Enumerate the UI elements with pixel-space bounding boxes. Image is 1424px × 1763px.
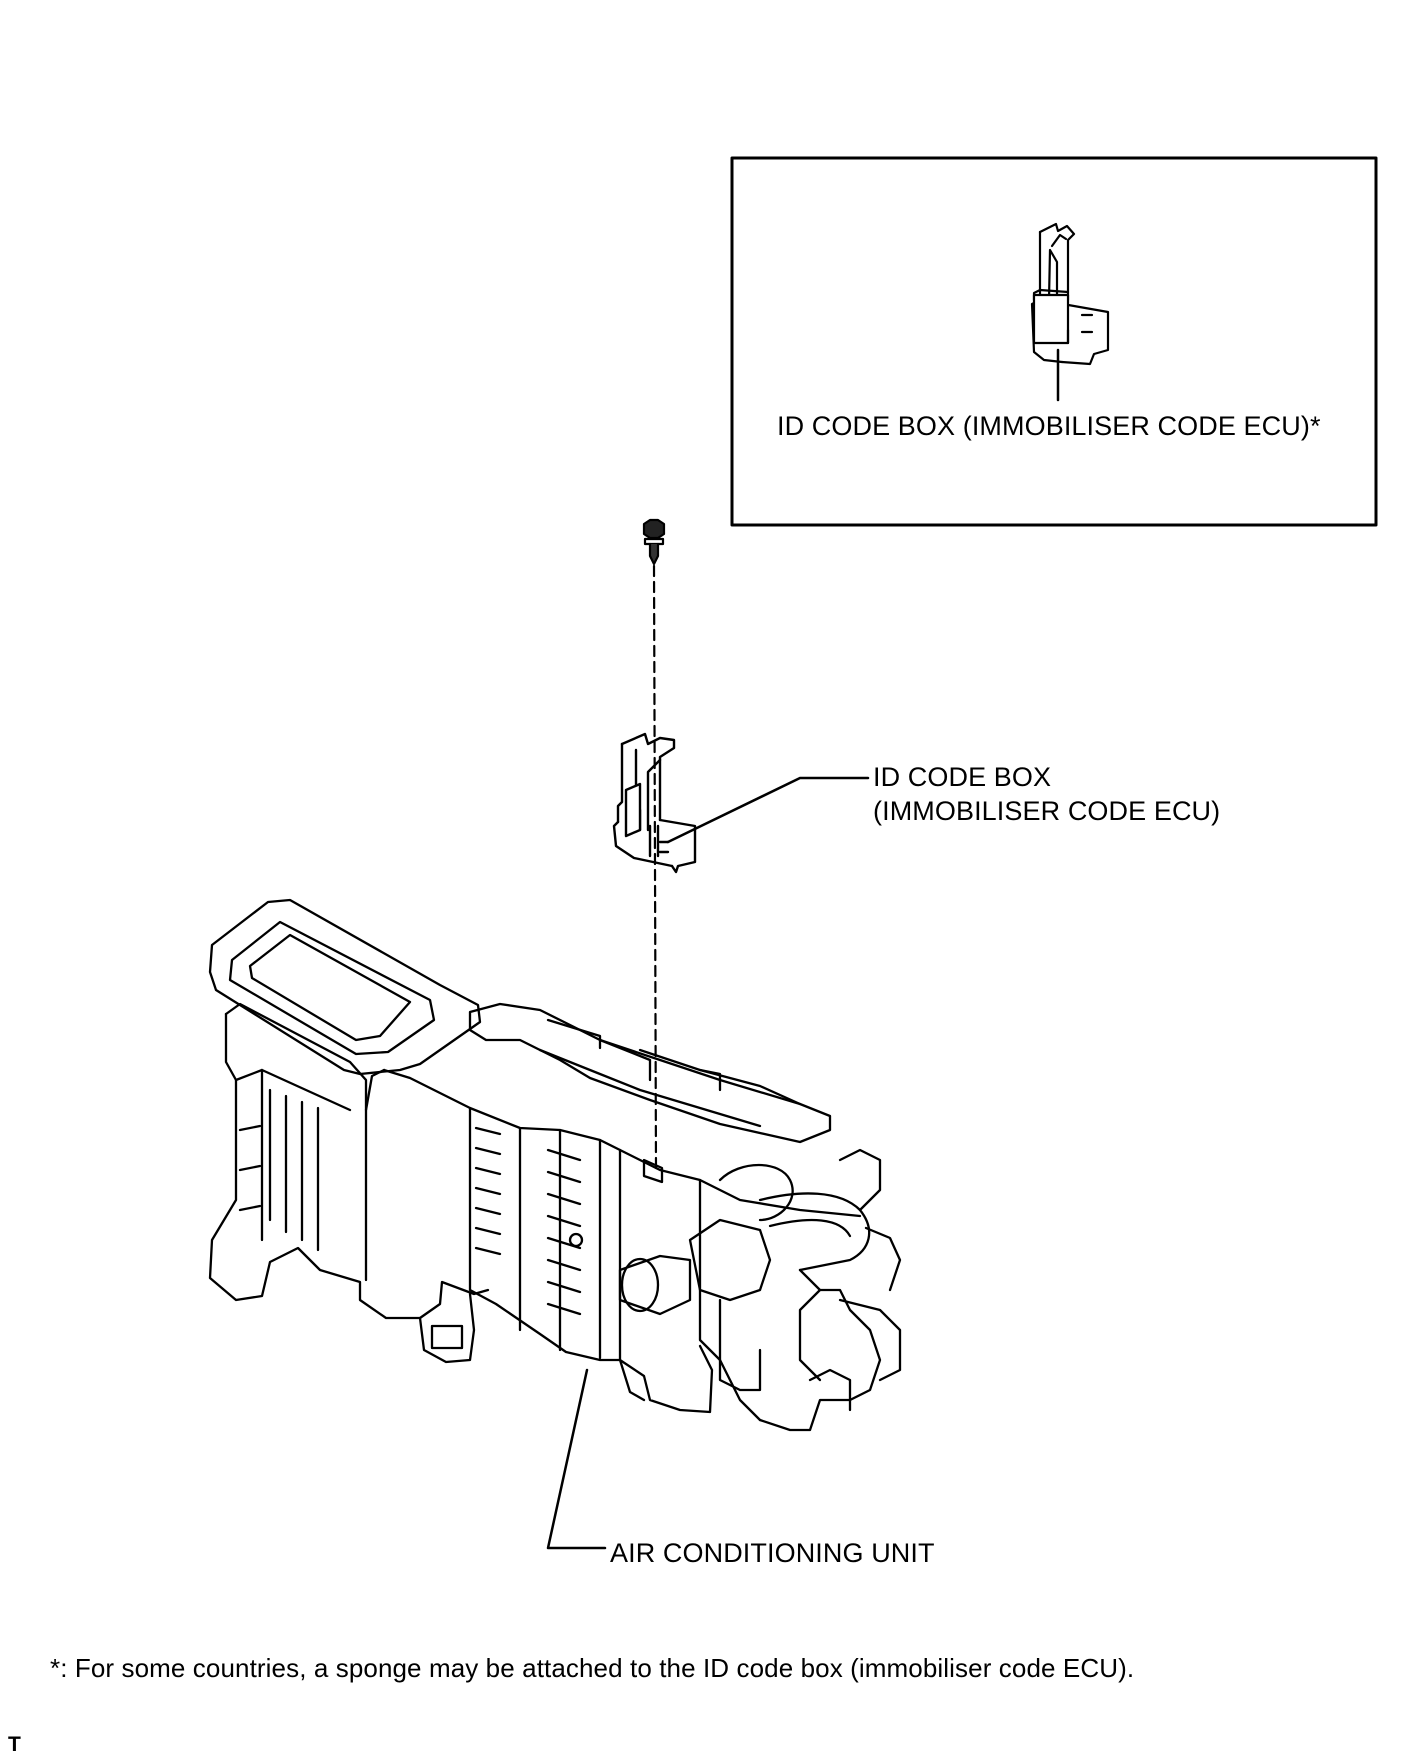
air-conditioning-unit-icon — [208, 898, 902, 1432]
ecu-label-line1: ID CODE BOX — [873, 762, 1052, 792]
inset-ecu-bracket-icon — [1030, 222, 1110, 366]
inset-frame — [730, 156, 1378, 527]
ecu-label-line2: (IMMOBILISER CODE ECU) — [873, 796, 1221, 826]
installation-dashed-line — [652, 564, 658, 1172]
ecu-bracket-icon — [612, 732, 697, 874]
ac-unit-leader-line — [546, 1368, 607, 1550]
footnote: *: For some countries, a sponge may be a… — [50, 1653, 1135, 1683]
inset-ecu-label: ID CODE BOX (IMMOBILISER CODE ECU)* — [777, 411, 1321, 441]
ecu-leader-line — [666, 776, 870, 844]
bolt-icon — [642, 518, 666, 566]
corner-mark: T — [8, 1733, 21, 1756]
ac-unit-label: AIR CONDITIONING UNIT — [610, 1538, 935, 1568]
